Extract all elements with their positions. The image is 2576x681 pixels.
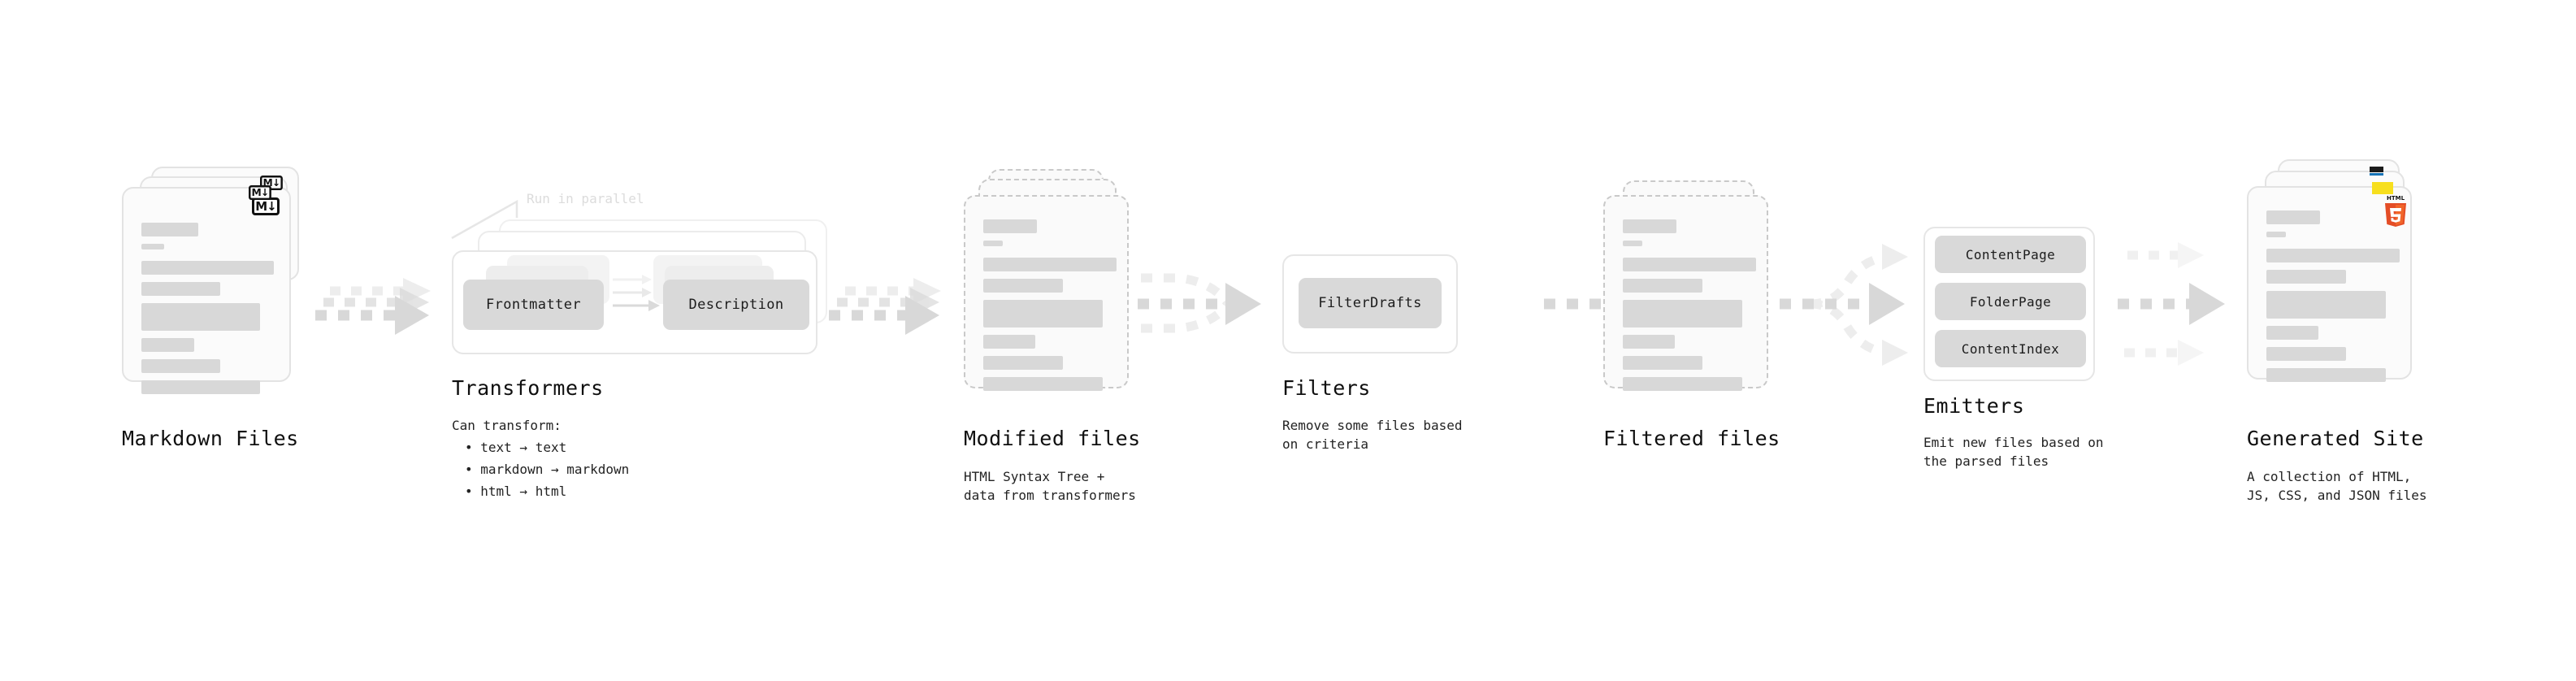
filtered-placeholder-lines bbox=[1623, 219, 1756, 398]
filters-title: Filters bbox=[1282, 376, 1371, 400]
markdown-badge-icon: M↓ bbox=[252, 197, 280, 215]
emitters-subtitle: Emit new files based on the parsed files bbox=[1923, 435, 2104, 470]
filtered-files-title: Filtered files bbox=[1603, 427, 1780, 450]
css3-logo-icon bbox=[2370, 167, 2383, 176]
transformers-chip-description[interactable]: Description bbox=[663, 280, 809, 330]
modified-files-title: Modified files bbox=[964, 427, 1141, 450]
transformers-subtitle: Can transform: bbox=[452, 418, 562, 433]
markdown-file-card-front: M↓ bbox=[122, 187, 291, 394]
transformers-inner-arrows bbox=[613, 275, 660, 311]
html5-logo-icon: HTML bbox=[2385, 195, 2406, 227]
modified-file-card-front bbox=[964, 195, 1129, 391]
emitters-chip-contentpage[interactable]: ContentPage bbox=[1935, 236, 2086, 273]
javascript-logo-icon bbox=[2372, 182, 2393, 194]
generated-file-card-html bbox=[2247, 186, 2412, 382]
transformers-title: Transformers bbox=[452, 376, 604, 400]
markdown-placeholder-lines bbox=[141, 223, 274, 401]
modified-files-stack bbox=[964, 169, 1143, 391]
arrow-transformers-to-modified bbox=[829, 278, 941, 335]
generated-site-stack bbox=[2247, 159, 2434, 382]
generated-placeholder-lines bbox=[2266, 210, 2400, 389]
run-in-parallel-note: Run in parallel bbox=[527, 191, 644, 206]
modified-placeholder-lines bbox=[983, 219, 1117, 398]
filtered-file-card-front bbox=[1603, 195, 1768, 391]
generated-site-title: Generated Site bbox=[2247, 427, 2424, 450]
arrow-modified-to-filters bbox=[1138, 273, 1261, 333]
generated-site-subtitle: A collection of HTML, JS, CSS, and JSON … bbox=[2247, 469, 2427, 504]
markdown-files-stack: M↓ bbox=[122, 167, 301, 394]
emitters-title: Emitters bbox=[1923, 394, 2025, 418]
transformers-bullet-0: • text → text bbox=[465, 440, 567, 455]
filters-subtitle: Remove some files based on criteria bbox=[1282, 418, 1463, 453]
markdown-badge-icon-back1: M↓ bbox=[249, 185, 271, 201]
emitters-chip-contentindex[interactable]: ContentIndex bbox=[1935, 330, 2086, 367]
modified-files-subtitle: HTML Syntax Tree + data from transformer… bbox=[964, 469, 1136, 504]
transformers-chip-frontmatter[interactable]: Frontmatter bbox=[463, 280, 604, 330]
emitters-chip-folderpage[interactable]: FolderPage bbox=[1935, 283, 2086, 320]
transformers-bullet-1: • markdown → markdown bbox=[465, 462, 630, 477]
filters-chip-filterdrafts[interactable]: FilterDrafts bbox=[1299, 278, 1442, 328]
filtered-files-stack bbox=[1603, 169, 1782, 391]
arrow-filtered-to-emitters bbox=[1780, 244, 1908, 366]
arrow-emitters-to-site bbox=[2118, 242, 2225, 366]
svg-text:HTML: HTML bbox=[2387, 195, 2405, 202]
markdown-files-title: Markdown Files bbox=[122, 427, 299, 450]
transformers-bullet-2: • html → html bbox=[465, 484, 567, 499]
arrow-markdown-to-transformers bbox=[315, 278, 431, 335]
